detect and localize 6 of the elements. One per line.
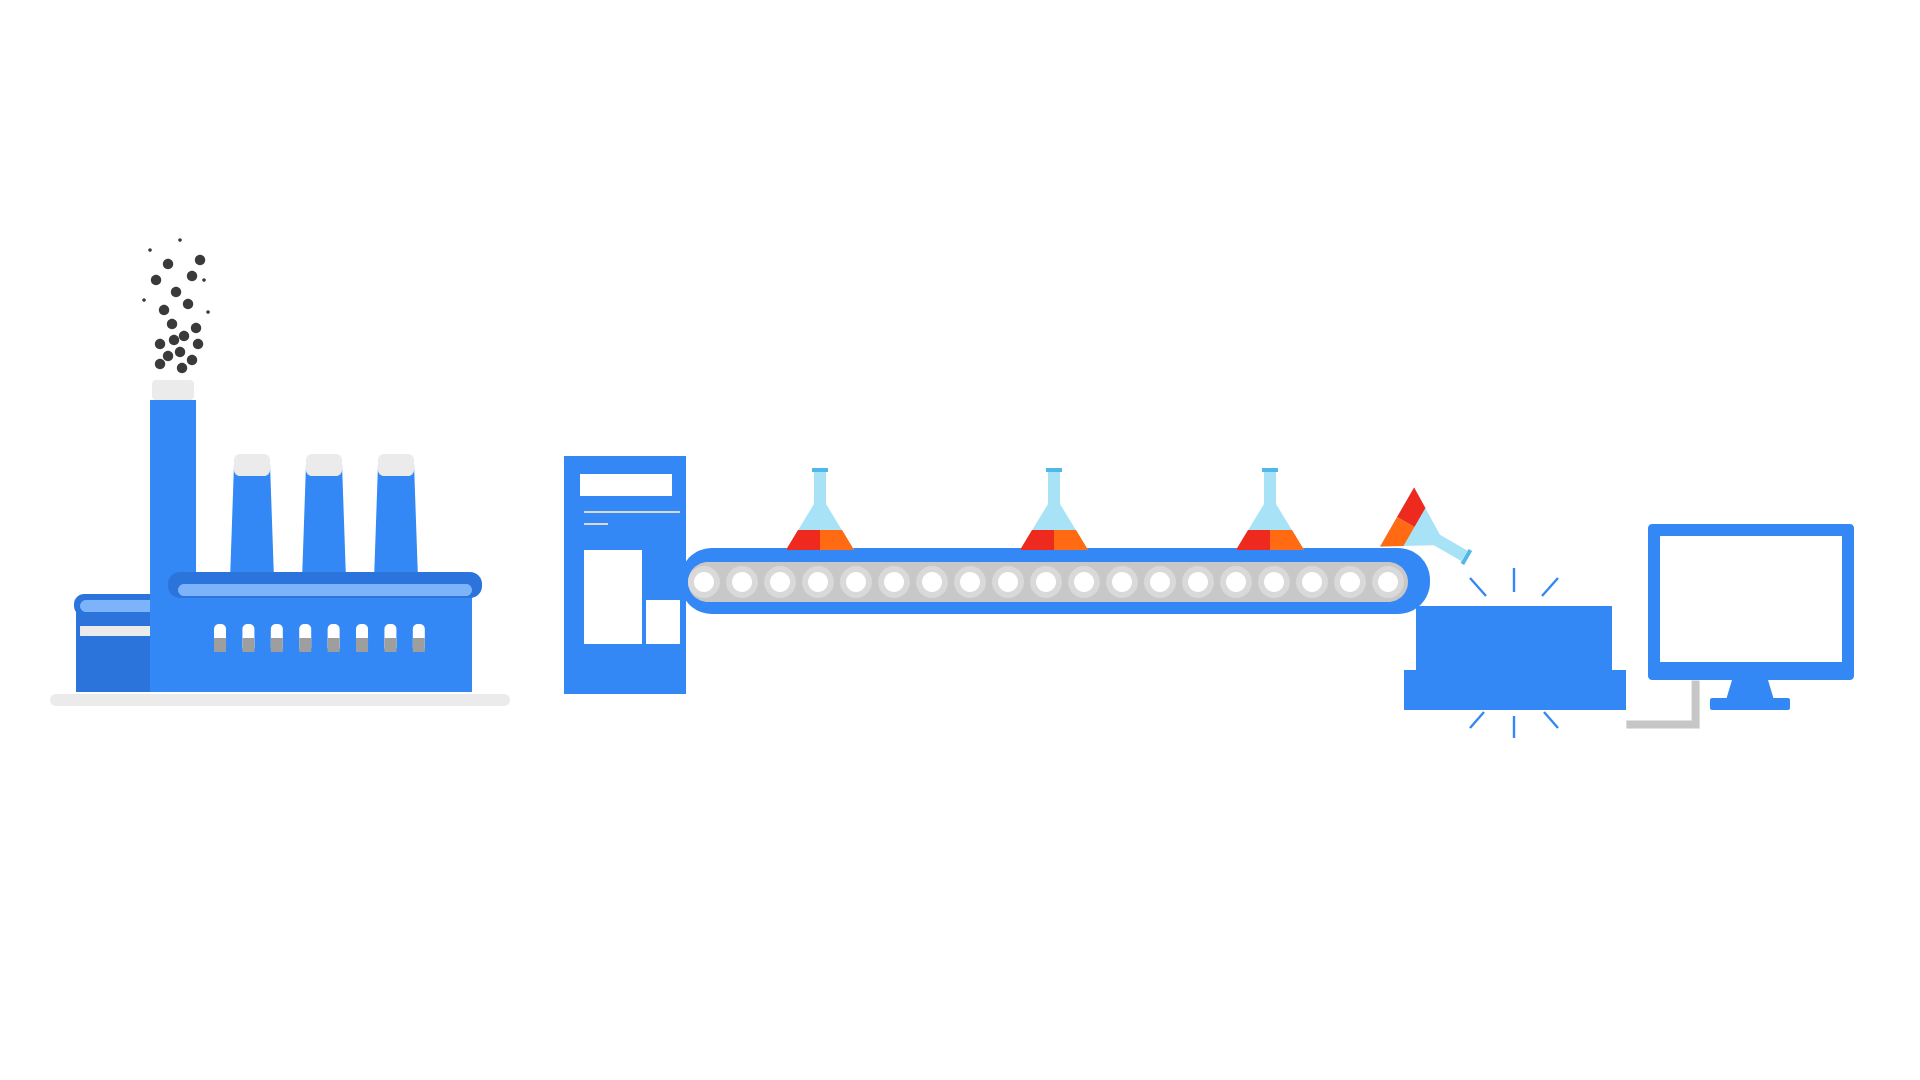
conveyor-drawing (680, 468, 1473, 614)
factory-drawing (50, 238, 510, 706)
machine-drawing (564, 456, 686, 694)
cable (1626, 680, 1700, 729)
scale-box (1404, 568, 1626, 738)
monitor-drawing (1648, 524, 1854, 710)
